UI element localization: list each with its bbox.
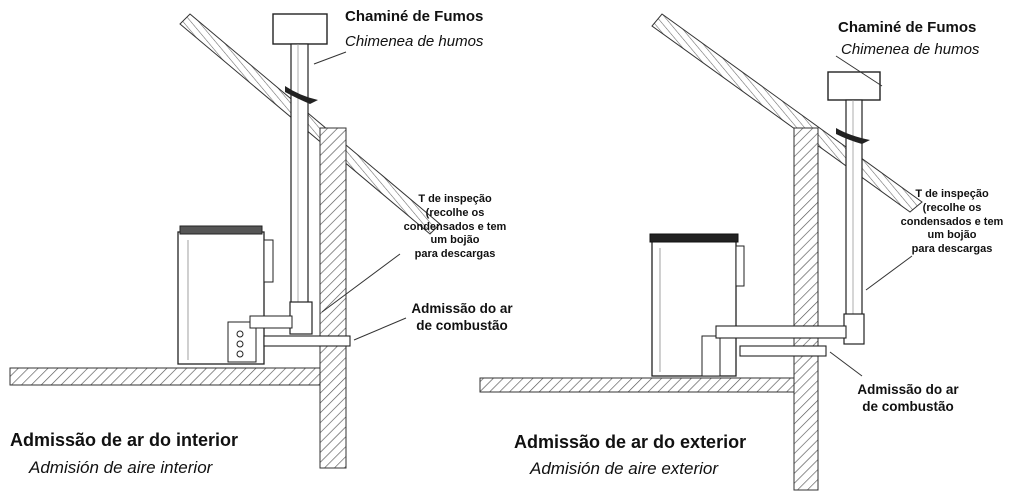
right-chimney-title: Chaminé de Fumos [838,19,977,36]
left-diagram [9,13,441,469]
right-tee-label: T de inspeção (recolhe os condensados e … [884,188,1020,257]
left-caption-title: Admissão de ar do interior [10,430,239,450]
right-tee-line-5: para descargas [911,243,993,255]
right-caption-subtitle: Admisión de aire exterior [530,459,719,478]
left-tee-line-3: condensados e tem [403,220,507,233]
left-wall [319,127,347,469]
left-caption-subtitle: Admisión de aire interior [29,458,213,477]
right-tee-line-2: (recolhe os [922,201,982,214]
left-tee-line-1: T de inspeção [418,193,492,205]
left-tee-label: T de inspeção (recolhe os condensados e … [384,193,526,262]
left-intake-line-2: de combustão [416,317,508,333]
right-wall [793,127,819,491]
right-intake-line-1: Admissão do ar [857,382,959,397]
right-flue-pipe [845,99,863,323]
left-chimney-subtitle: Chimenea de humos [345,33,484,50]
left-tee-line-2: (recolhe os [425,206,485,219]
left-tee-line-4: um bojão [430,234,480,247]
right-floor [479,377,795,393]
right-tee-line-4: um bojão [927,229,977,242]
right-intake-line-2: de combustão [862,398,954,414]
left-tee-line-5: para descargas [414,248,496,260]
left-air-intake-pipe [263,335,351,347]
left-floor [9,367,321,386]
right-intake-label: Admissão do ar de combustão [846,382,970,416]
left-inspection-tee [289,301,313,335]
right-air-intake-pipe [739,345,827,357]
left-flue-pipe [290,43,309,317]
right-caption-title: Admissão de ar do exterior [514,432,747,452]
left-intake-line-1: Admissão do ar [411,301,513,316]
left-roof [179,13,441,235]
right-chimney-cap [827,71,881,101]
right-chimney-subtitle: Chimenea de humos [841,41,980,58]
left-chimney-cap [272,13,328,45]
right-tee-line-3: condensados e tem [900,215,1004,228]
right-horizontal-flue [715,325,847,339]
right-tee-line-1: T de inspeção [915,188,989,200]
left-chimney-title: Chaminé de Fumos [345,8,484,25]
right-boiler [649,233,745,377]
right-diagram [479,13,923,491]
left-boiler [177,225,274,365]
right-inspection-tee [843,313,865,345]
left-intake-label: Admissão do ar de combustão [400,301,524,335]
